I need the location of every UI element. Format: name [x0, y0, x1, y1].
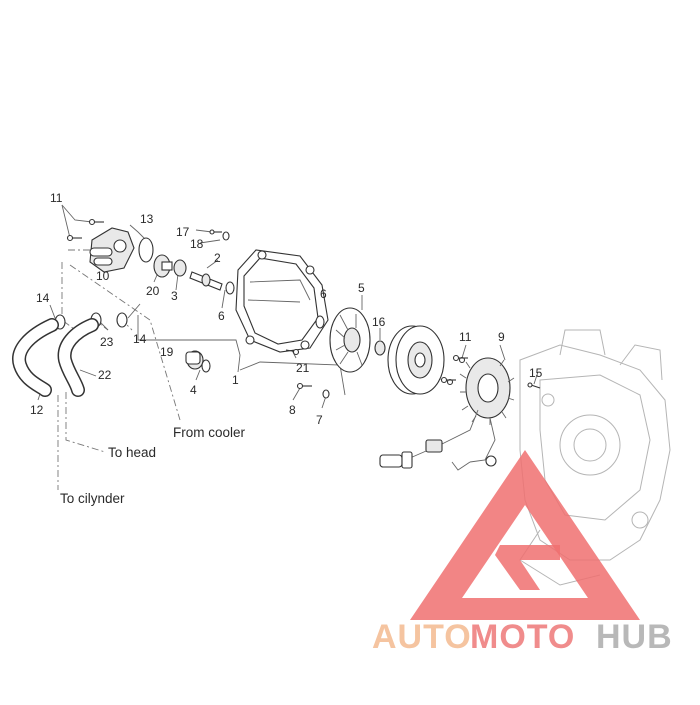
callout-13: 13: [140, 212, 154, 226]
note-to-cylinder: To cilynder: [60, 491, 125, 506]
part-stator-wiring: [379, 409, 497, 471]
callout-7: 7: [316, 413, 323, 427]
part-stator: [446, 356, 515, 425]
callout-8: 8: [289, 403, 296, 417]
callout-15: 15: [529, 366, 543, 380]
callout-21: 21: [296, 361, 310, 375]
watermark-text: AUTO MOTO HUB: [372, 618, 673, 656]
callout-14-right: 14: [133, 332, 147, 346]
callout-11-right: 11: [459, 330, 472, 344]
part-hose-clamp-3: [116, 312, 128, 328]
callout-6-right: 6: [320, 287, 327, 301]
part-o-ring: [201, 359, 211, 373]
watermark-moto: MOTO: [470, 618, 575, 656]
part-gasket-ring: [138, 237, 154, 263]
watermark-auto: AUTO: [372, 618, 472, 656]
logo-inner-mark: [495, 545, 560, 590]
callout-10: 10: [96, 269, 110, 283]
part-washer-2: [315, 315, 325, 329]
part-thermostat: [185, 350, 204, 370]
callout-12: 12: [30, 403, 44, 417]
callout-23: 23: [100, 335, 114, 349]
callout-9: 9: [498, 330, 505, 344]
watermark-hub: HUB: [596, 618, 673, 656]
note-to-head: To head: [108, 445, 156, 460]
part-nut: [374, 340, 386, 356]
part-bolts: [66, 218, 541, 399]
part-washer: [225, 281, 235, 295]
callout-5: 5: [358, 281, 365, 295]
part-alternator-cover: [235, 249, 329, 353]
logo-triangle: [410, 450, 640, 620]
callout-20: 20: [146, 284, 160, 298]
callout-17: 17: [176, 225, 190, 239]
callout-14: 14: [36, 291, 50, 305]
callout-3: 3: [171, 289, 178, 303]
callout-1: 1: [232, 373, 239, 387]
callout-4: 4: [190, 383, 197, 397]
callout-16: 16: [372, 315, 386, 329]
routing-notes: From cooler To head To cilynder: [60, 425, 246, 506]
note-from-cooler: From cooler: [173, 425, 246, 440]
callout-labels: 11 13 17 18 2 10 20 3 6 6 5 16 14 23 14 …: [30, 191, 543, 427]
part-cooling-fan: [329, 307, 371, 373]
part-seal: [173, 259, 187, 277]
part-impeller: [153, 254, 173, 278]
callout-2: 2: [214, 251, 221, 265]
part-water-pump-housing: [89, 227, 135, 273]
part-flywheel-rotor: [387, 325, 445, 395]
part-pump-shaft: [189, 271, 223, 291]
callout-19: 19: [160, 345, 174, 359]
watermark-logo: [410, 450, 640, 620]
callout-18: 18: [190, 237, 204, 251]
callout-6: 6: [218, 309, 225, 323]
callout-11: 11: [50, 191, 63, 205]
callout-22: 22: [98, 368, 112, 382]
